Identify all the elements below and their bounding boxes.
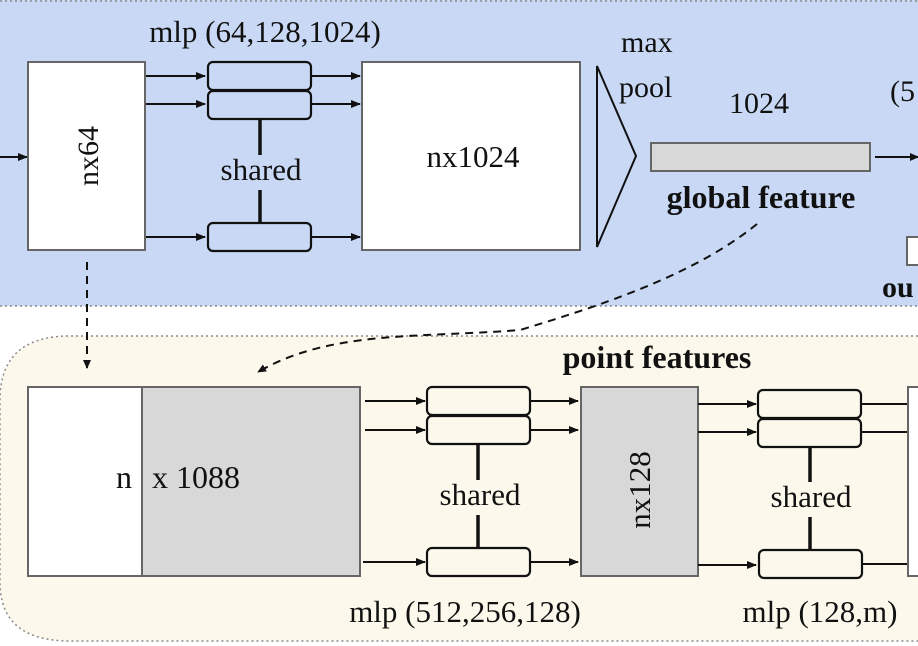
- mlp-unit: [425, 385, 532, 417]
- mlp-unit: [206, 60, 313, 92]
- nx64-box: [27, 61, 146, 251]
- global-feature-link: [257, 223, 758, 373]
- nx128-box: [580, 386, 699, 577]
- global-feature-dim: 1024: [729, 87, 789, 120]
- maxpool-symbol: [596, 65, 638, 248]
- bottom-shared-label-1: shared: [440, 477, 521, 512]
- maxpool-label-line1: max: [621, 26, 673, 59]
- concat-box-point-part: [27, 386, 143, 577]
- mlp-unit: [756, 417, 863, 449]
- point-features-label: point features: [563, 339, 752, 375]
- mlp2-label: mlp (128,m): [743, 594, 898, 629]
- mlp-unit: [206, 221, 313, 253]
- global-feature-bar: [650, 142, 871, 172]
- cut-label-bottom-right: ou: [882, 271, 914, 304]
- global-feature-label: global feature: [667, 179, 856, 215]
- nx64-label: nx64: [72, 126, 105, 186]
- nx1024-box: [361, 61, 581, 251]
- mlp-unit: [425, 414, 532, 446]
- cut-output-box: [906, 236, 918, 266]
- mlp-unit: [425, 546, 532, 578]
- concat-right-label: x 1088: [152, 459, 240, 495]
- cut-label-right: (5: [890, 75, 915, 108]
- nx1024-label: nx1024: [427, 139, 521, 174]
- maxpool-label-line2: pool: [619, 71, 672, 104]
- cut-output-box-bottom: [907, 386, 918, 577]
- concat-box-global-part: [141, 386, 361, 577]
- mlp-unit: [757, 548, 864, 580]
- mlp1-label: mlp (512,256,128): [349, 594, 581, 629]
- concat-left-label: n: [116, 459, 132, 495]
- mlp-unit: [756, 388, 863, 420]
- mlp-unit: [206, 89, 313, 121]
- bottom-shared-label-2: shared: [771, 479, 852, 514]
- top-shared-label: shared: [221, 152, 302, 187]
- nx128-label: nx128: [622, 451, 657, 529]
- top-mlp-label: mlp (64,128,1024): [149, 14, 381, 49]
